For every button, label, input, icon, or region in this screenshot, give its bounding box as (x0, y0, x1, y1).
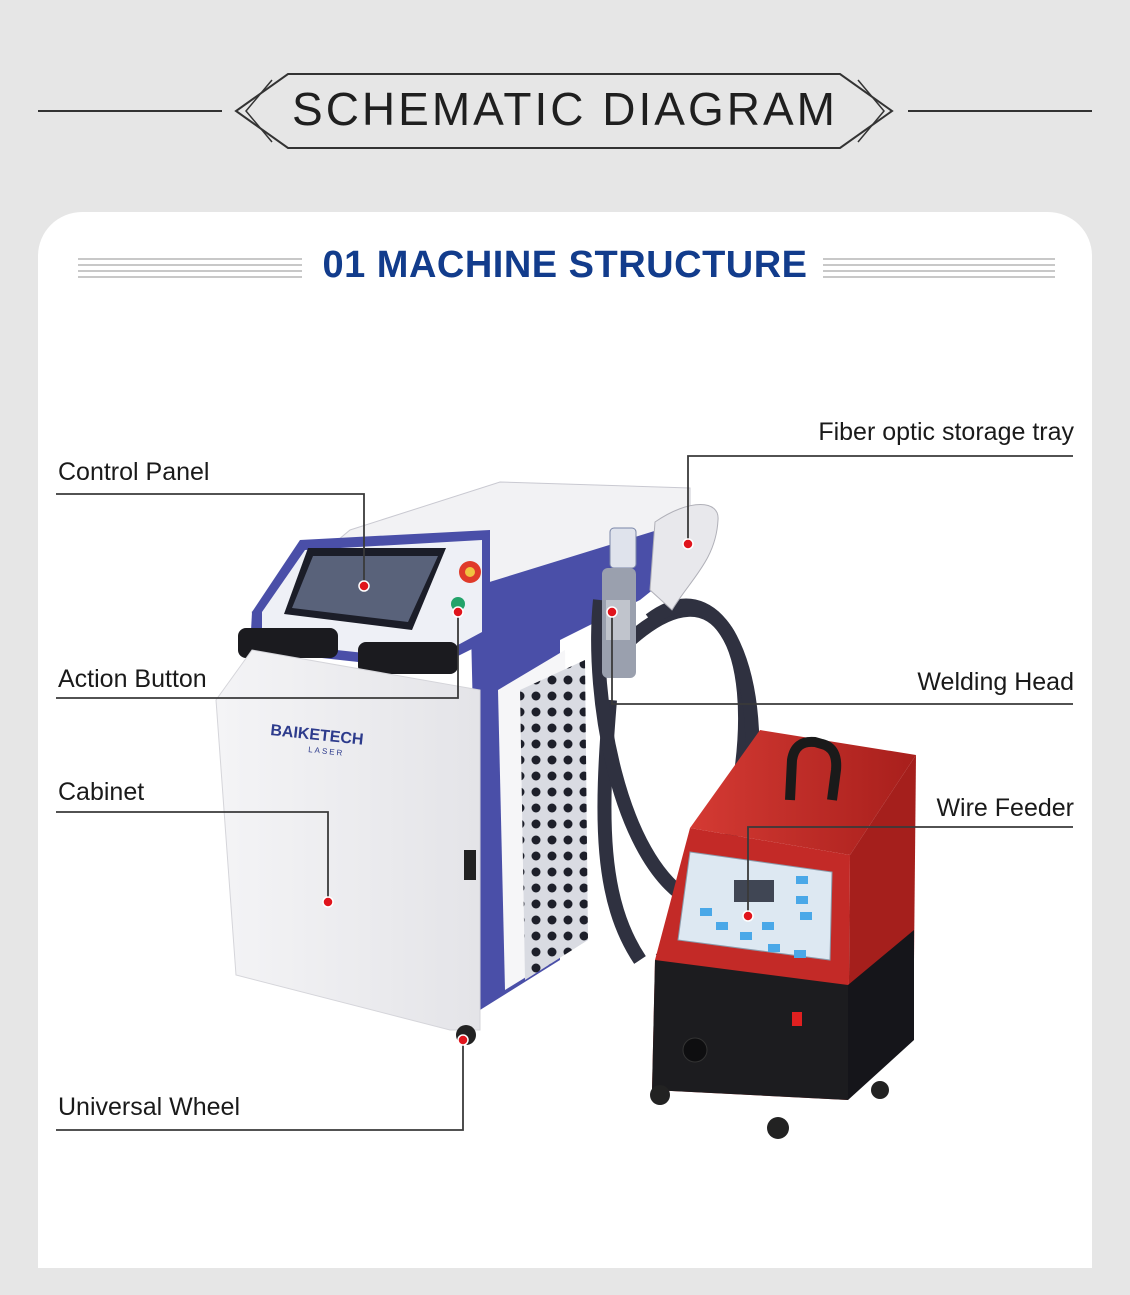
universal-wheel-label: Universal Wheel (58, 1093, 241, 1121)
cabinet-label: Cabinet (58, 778, 145, 806)
cabinet-body (215, 649, 481, 1031)
control-panel-label: Control Panel (58, 458, 210, 486)
header-title: SCHEMATIC DIAGRAM (292, 83, 838, 135)
feeder-display (734, 880, 774, 902)
welding-head-label: Welding Head (917, 668, 1074, 696)
fiber-tray-graphic (649, 504, 719, 611)
wire-feeder-graphic (650, 730, 916, 1139)
header-frame (38, 73, 1092, 149)
section-title: 01 MACHINE STRUCTURE (322, 244, 808, 286)
side-panel (470, 520, 690, 1010)
action-button-label: Action Button (58, 665, 207, 693)
header-banner: SCHEMATIC DIAGRAM (0, 0, 1130, 200)
wire-feeder-label: Wire Feeder (936, 794, 1074, 822)
action-button-graphic (451, 597, 465, 611)
universal-wheel-graphic (456, 1025, 476, 1045)
emergency-stop-center (465, 567, 475, 577)
cabinet-latch (464, 850, 476, 880)
right-handle (358, 642, 458, 674)
fiber-tray-label: Fiber optic storage tray (818, 418, 1074, 446)
brand-logo-subtext: LASER (308, 745, 345, 758)
